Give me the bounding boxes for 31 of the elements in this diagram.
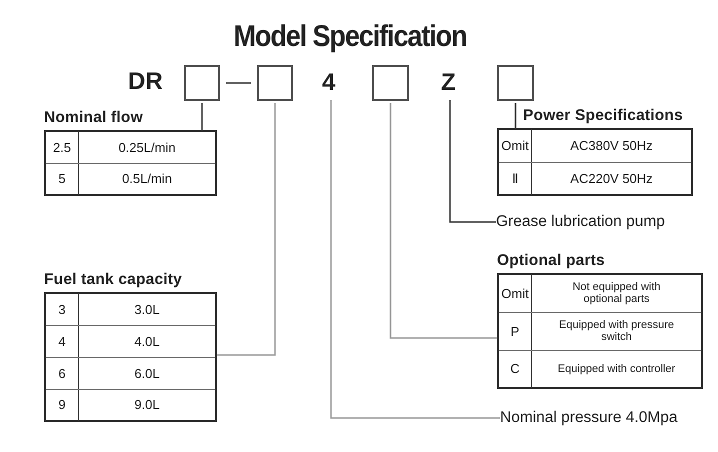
code-cell: 6 [45,357,78,389]
code-slot-box [257,65,293,101]
model-prefix: DR [128,70,163,94]
code-slot-box [497,65,534,101]
leader-line [514,103,516,129]
leader-line [217,103,276,356]
diagram-title: Model Specification [232,20,468,54]
code-cell: P [498,312,532,350]
code-cell: Omit [498,274,532,312]
table-heading: Nominal flow [44,108,144,128]
code-letter: Z [441,68,459,98]
option-table [44,108,217,198]
table-heading: Fuel tank capacity [44,270,183,290]
leader-line [449,100,496,223]
callout-label: Grease lubrication pump [496,211,708,233]
dash-line [226,82,251,84]
callout-label: Nominal pressure 4.0Mpa [500,407,715,429]
option-table [497,251,703,391]
leader-line [201,103,203,131]
code-slot-box [184,65,220,101]
option-table [497,106,693,198]
code-slot-box [372,65,409,101]
leader-line [390,103,497,339]
code-letter: 4 [322,68,340,98]
code-cell: Omit [498,129,532,162]
code-cell: 3 [45,293,78,325]
table-heading: Power Specifications [522,106,684,126]
table-heading: Optional parts [497,251,606,271]
leader-line [330,100,500,419]
code-cell: 4 [45,325,78,357]
code-cell: 2.5 [45,131,78,163]
